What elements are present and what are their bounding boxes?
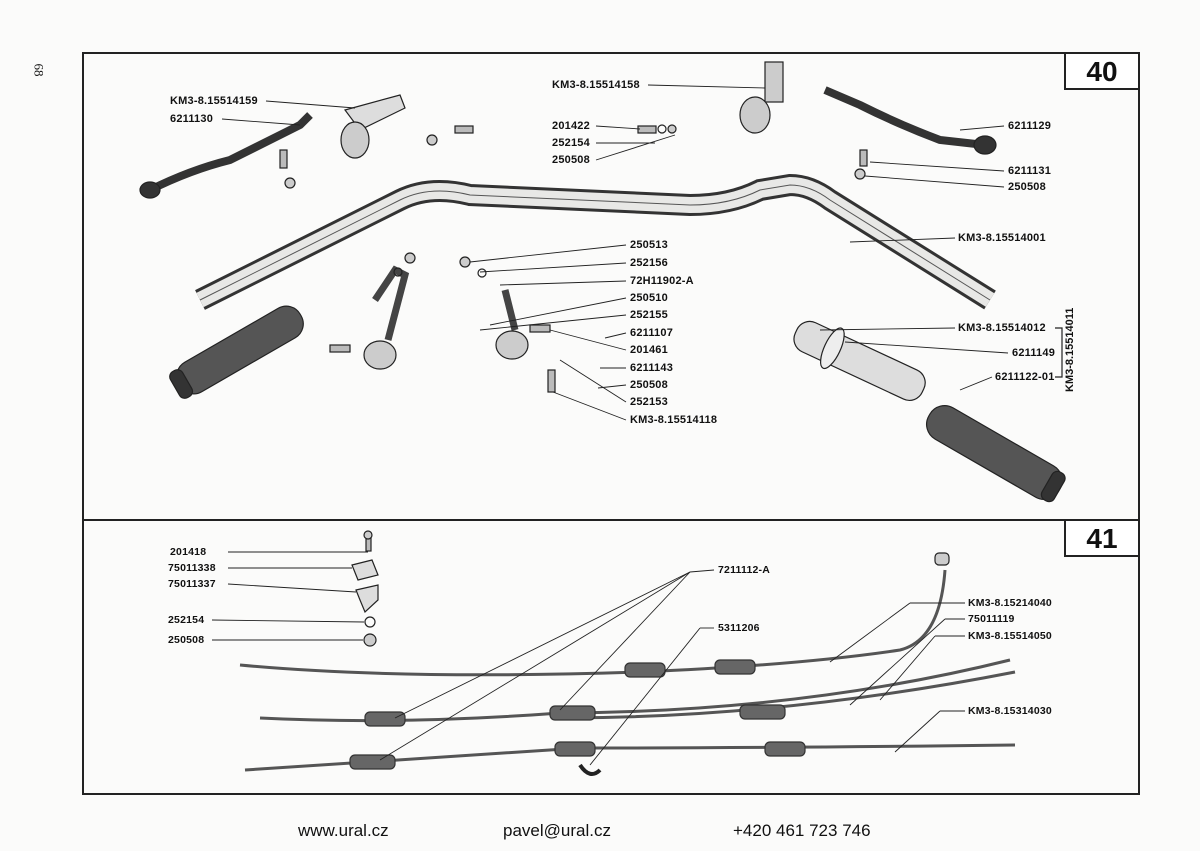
adjuster-5311206: [578, 763, 602, 776]
assembly-label: KM3-8.15514011: [1064, 307, 1076, 392]
right-grip: [926, 405, 1066, 503]
part-number-label: 6211107: [630, 327, 674, 339]
part-number-label: KM3-8.15514050: [968, 630, 1052, 642]
part-number-label: 72H11902-A: [630, 275, 694, 287]
diagram-frame: [82, 52, 1140, 795]
part-number-label: KM3-8.15514001: [958, 232, 1046, 244]
part-number-label: 6211131: [1008, 165, 1052, 177]
clip-75011338: [351, 559, 379, 581]
mirror-clamp-left: [372, 265, 410, 341]
part-number-label: 75011119: [968, 613, 1015, 625]
part-number-label: KM3-8.15514158: [552, 79, 640, 91]
figure-41-number: 41: [1064, 521, 1138, 557]
figure-40-number: 40: [1064, 54, 1138, 90]
part-number-label: 250508: [552, 154, 590, 166]
part-number-label: 252153: [630, 396, 668, 408]
part-number-label: 252156: [630, 257, 668, 269]
right-brake-lever: [823, 86, 986, 149]
part-number-label: 250508: [1008, 181, 1046, 193]
part-number-label: 6211122-01: [995, 371, 1055, 383]
cable-15214040: [239, 569, 947, 677]
part-number-label: 75011338: [168, 562, 216, 574]
left-clutch-lever: [148, 112, 313, 194]
part-number-label: 252155: [630, 309, 668, 321]
part-number-label: 6211149: [1012, 347, 1056, 359]
part-number-label: KM3-8.15514012: [958, 322, 1046, 334]
part-number-label: 250513: [630, 239, 668, 251]
part-number-label: 6211130: [170, 113, 214, 125]
clip-75011337: [355, 584, 379, 614]
footer-phone: +420 461 723 746: [733, 821, 871, 840]
part-number-label: 5311206: [718, 622, 760, 634]
part-number-label: KM3-8.15214040: [968, 597, 1052, 609]
part-number-label: 6211129: [1008, 120, 1052, 132]
mirror-clamp-right: [501, 289, 519, 331]
footer-website-link[interactable]: www.ural.cz: [298, 821, 389, 840]
part-number-label: 201418: [170, 546, 207, 558]
figure-divider: [82, 519, 1140, 521]
part-number-label: 75011337: [168, 578, 216, 590]
left-grip: [169, 305, 304, 399]
right-lever-bracket: [764, 61, 784, 103]
footer-email-link[interactable]: pavel@ural.cz: [503, 821, 611, 840]
part-number-label: KM3-8.15514159: [170, 95, 258, 107]
part-number-label: 250508: [630, 379, 668, 391]
part-number-label: KM3-8.15314030: [968, 705, 1052, 717]
part-number-label: KM3-8.15514118: [630, 414, 718, 426]
part-number-label: 252154: [168, 614, 205, 626]
part-number-label: 6211143: [630, 362, 674, 374]
part-number-label: 7211112-A: [718, 564, 771, 576]
part-number-label: 201422: [552, 120, 590, 132]
part-number-label: 252154: [552, 137, 590, 149]
part-number-label: 201461: [630, 344, 668, 356]
throttle-tube: [793, 320, 926, 401]
part-number-label: 250508: [168, 634, 205, 646]
part-number-label: 250510: [630, 292, 668, 304]
